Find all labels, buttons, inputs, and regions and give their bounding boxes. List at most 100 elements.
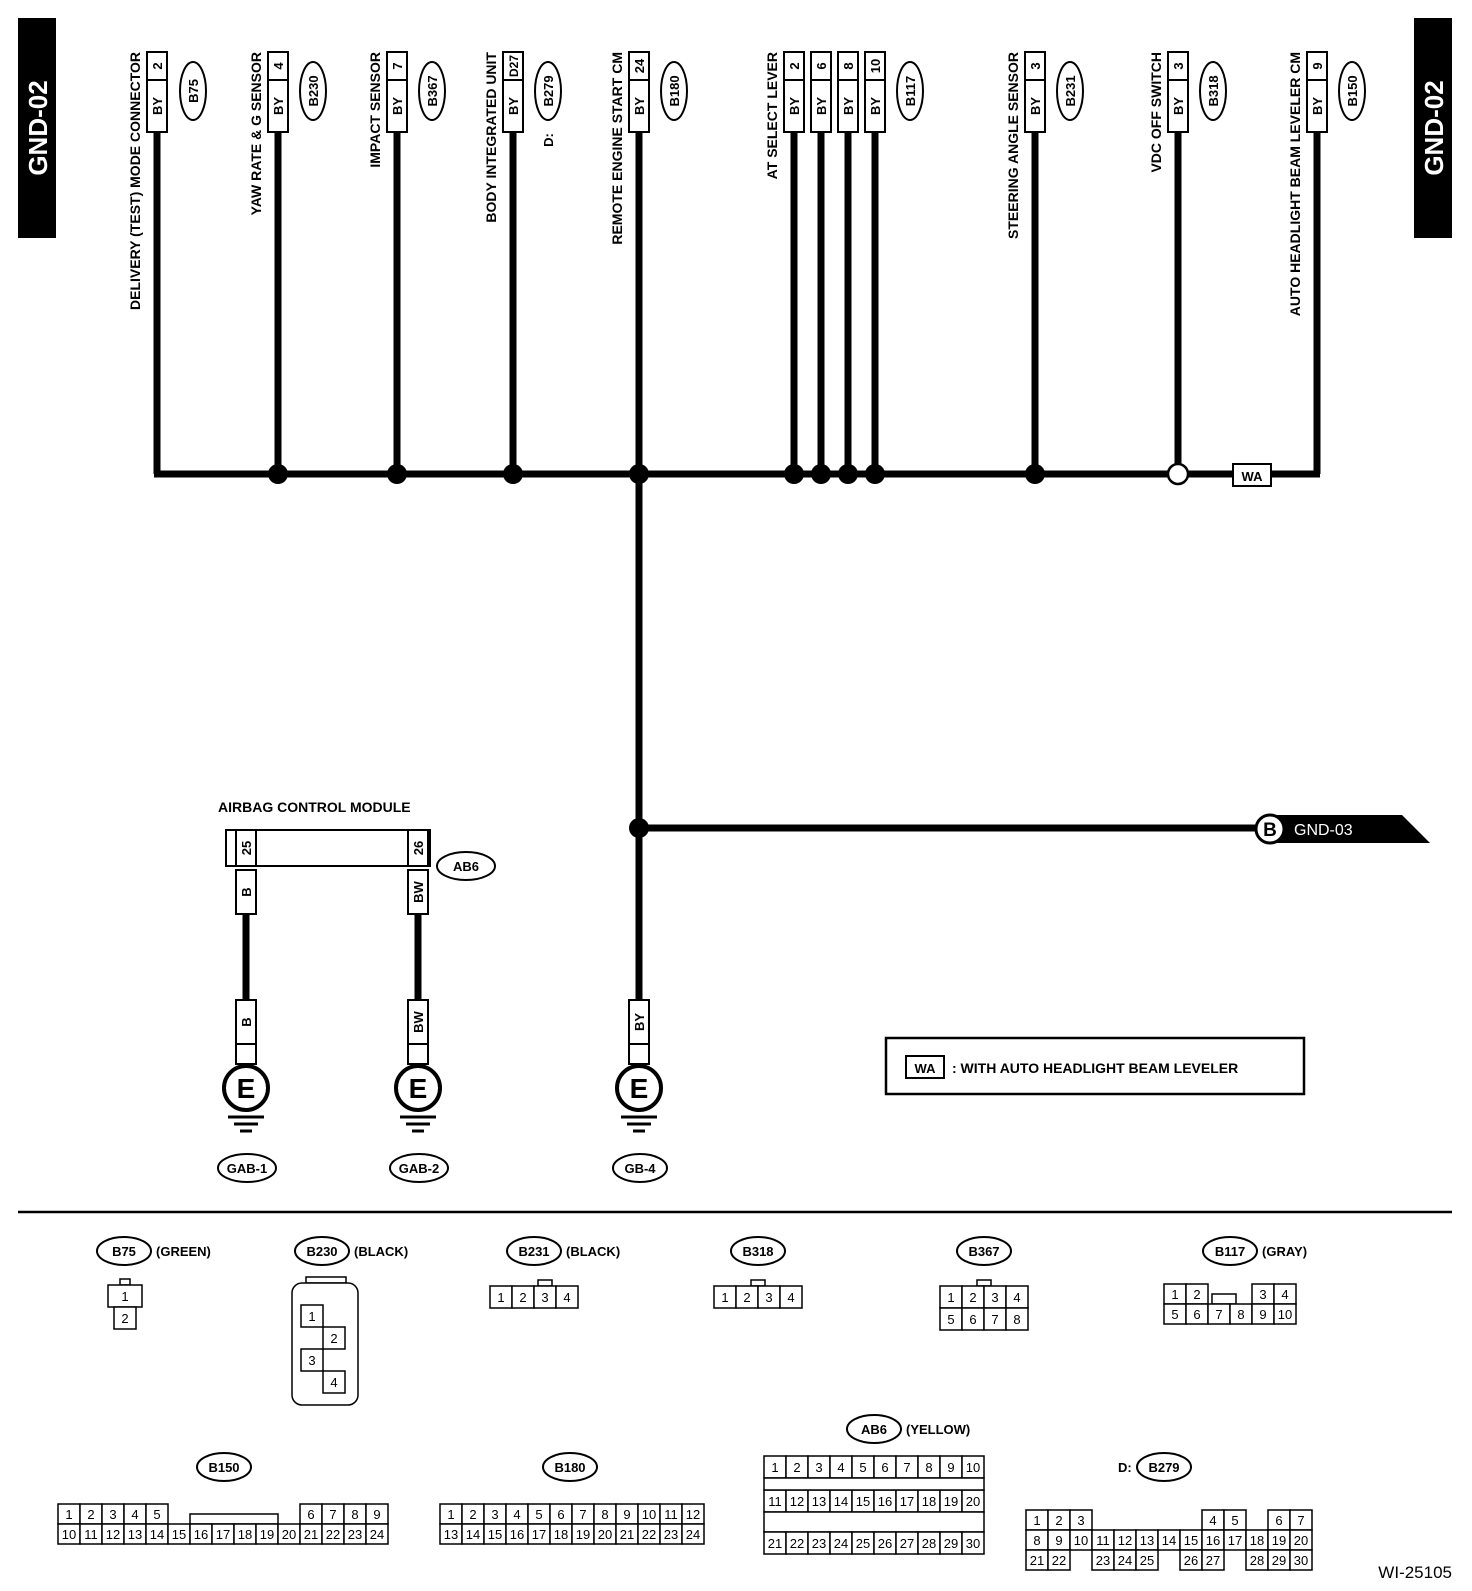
pin-number: 15: [1184, 1533, 1198, 1548]
pin-number: 15: [856, 1494, 870, 1509]
ground-gab-1: E GAB-1: [217, 1043, 277, 1183]
ground-symbol: E: [630, 1073, 649, 1104]
pin-number: 26: [878, 1536, 892, 1551]
option-tag: WA: [1242, 469, 1264, 484]
pin-number: 8: [1013, 1312, 1020, 1327]
wire-color-label: BW: [411, 1010, 426, 1032]
pin-number: 21: [1030, 1553, 1044, 1568]
component-name: YAW RATE & G SENSOR: [248, 52, 264, 215]
connector-id: B75: [112, 1244, 136, 1259]
pin-number: 8: [351, 1507, 358, 1522]
ground-gb-4: E GB-4: [612, 1043, 668, 1183]
pin-number: 14: [150, 1527, 164, 1542]
pin-number: 23: [812, 1536, 826, 1551]
wire-color-label: BY: [271, 97, 286, 115]
pin-number: 19: [944, 1494, 958, 1509]
pin-number: 16: [510, 1527, 524, 1542]
pin-label: 9: [1310, 62, 1325, 69]
pin-number: 24: [370, 1527, 384, 1542]
pin-number: 21: [304, 1527, 318, 1542]
pin-number: 5: [535, 1507, 542, 1522]
legend-text: : WITH AUTO HEADLIGHT BEAM LEVELER: [952, 1060, 1238, 1076]
wire-color-label: BY: [506, 97, 521, 115]
pin-cell: [1047, 1549, 1071, 1571]
continuation-arrow: B GND-03: [1254, 813, 1430, 845]
connector-id: B230: [306, 75, 321, 106]
pin-number: 12: [106, 1527, 120, 1542]
pin-number: 10: [1074, 1533, 1088, 1548]
pin-number: 24: [834, 1536, 848, 1551]
pin-number: 26: [1184, 1553, 1198, 1568]
pin-number: 1: [447, 1507, 454, 1522]
pin-number: 2: [87, 1507, 94, 1522]
ground-id: GB-4: [624, 1161, 656, 1176]
pin-number: 19: [576, 1527, 590, 1542]
pin-number: 11: [664, 1507, 678, 1522]
connector-key: [189, 1513, 279, 1525]
pin-number: 21: [768, 1536, 782, 1551]
pin-number: 14: [466, 1527, 480, 1542]
pin-number: 1: [497, 1290, 504, 1305]
connector-color: (YELLOW): [906, 1422, 970, 1437]
wire-color-label: BY: [632, 97, 647, 115]
pin-number: 13: [128, 1527, 142, 1542]
pin-number: 30: [966, 1536, 980, 1551]
pin-number: 17: [216, 1527, 230, 1542]
ground-symbol: E: [409, 1073, 428, 1104]
pin-number: 7: [903, 1460, 910, 1475]
pin-number: 2: [469, 1507, 476, 1522]
component-name: STEERING ANGLE SENSOR: [1005, 52, 1021, 239]
legend-tag: WA: [915, 1061, 937, 1076]
pin-number: 5: [947, 1312, 954, 1327]
splice-dot: [784, 464, 804, 484]
main-trunk: [629, 132, 1258, 1000]
pin-number: 16: [878, 1494, 892, 1509]
pin-number: 5: [1231, 1513, 1238, 1528]
pin-number: 11: [1096, 1533, 1110, 1548]
component-body-integrated-unit: D27 BY B279 D: BODY INTEGRATED UNIT: [483, 51, 562, 474]
pin-cell: [779, 1285, 803, 1309]
pin-number: 2: [1193, 1287, 1200, 1302]
pin-number: 22: [790, 1536, 804, 1551]
component-name: REMOTE ENGINE START CM: [609, 52, 625, 245]
pin-number: 20: [282, 1527, 296, 1542]
pin-number: 13: [444, 1527, 458, 1542]
pin-number: 12: [686, 1507, 700, 1522]
pin-number: 8: [601, 1507, 608, 1522]
connector-id: B75: [186, 79, 201, 103]
pin-label: 24: [632, 58, 647, 73]
pin-number: 10: [1278, 1307, 1292, 1322]
pin-label: 10: [868, 59, 883, 73]
connector-id: B230: [306, 1244, 337, 1259]
pin-number: 6: [881, 1460, 888, 1475]
wire-color-label: BY: [1310, 97, 1325, 115]
connector-id: B231: [518, 1244, 549, 1259]
pin-number: 10: [62, 1527, 76, 1542]
main-ground-wire: BY: [628, 999, 650, 1045]
component-remote-engine-start: 24 BY B180 REMOTE ENGINE START CM: [609, 51, 688, 245]
svg-text:1: 1: [308, 1309, 315, 1324]
ground-gab-2: E GAB-2: [389, 1043, 449, 1183]
splice-dot: [838, 464, 858, 484]
connector-id: B318: [1206, 75, 1221, 106]
pin-number: 8: [925, 1460, 932, 1475]
pin-number: 29: [944, 1536, 958, 1551]
right-tab: GND-02: [1414, 18, 1452, 238]
component-name: BODY INTEGRATED UNIT: [483, 52, 499, 223]
connector-prefix: D:: [541, 133, 556, 147]
pin-number: 10: [966, 1460, 980, 1475]
pin-number: 12: [790, 1494, 804, 1509]
component-name: AUTO HEADLIGHT BEAM LEVELER CM: [1287, 52, 1303, 316]
pin-number: 1: [1171, 1287, 1178, 1302]
pin-number: 9: [373, 1507, 380, 1522]
pin-label: 6: [814, 62, 829, 69]
connector-id: B231: [1063, 75, 1078, 106]
pin-number: 1: [947, 1290, 954, 1305]
wire-color-label: BY: [632, 1013, 647, 1031]
pin-number: 28: [1250, 1553, 1264, 1568]
pin-number: 4: [563, 1290, 570, 1305]
